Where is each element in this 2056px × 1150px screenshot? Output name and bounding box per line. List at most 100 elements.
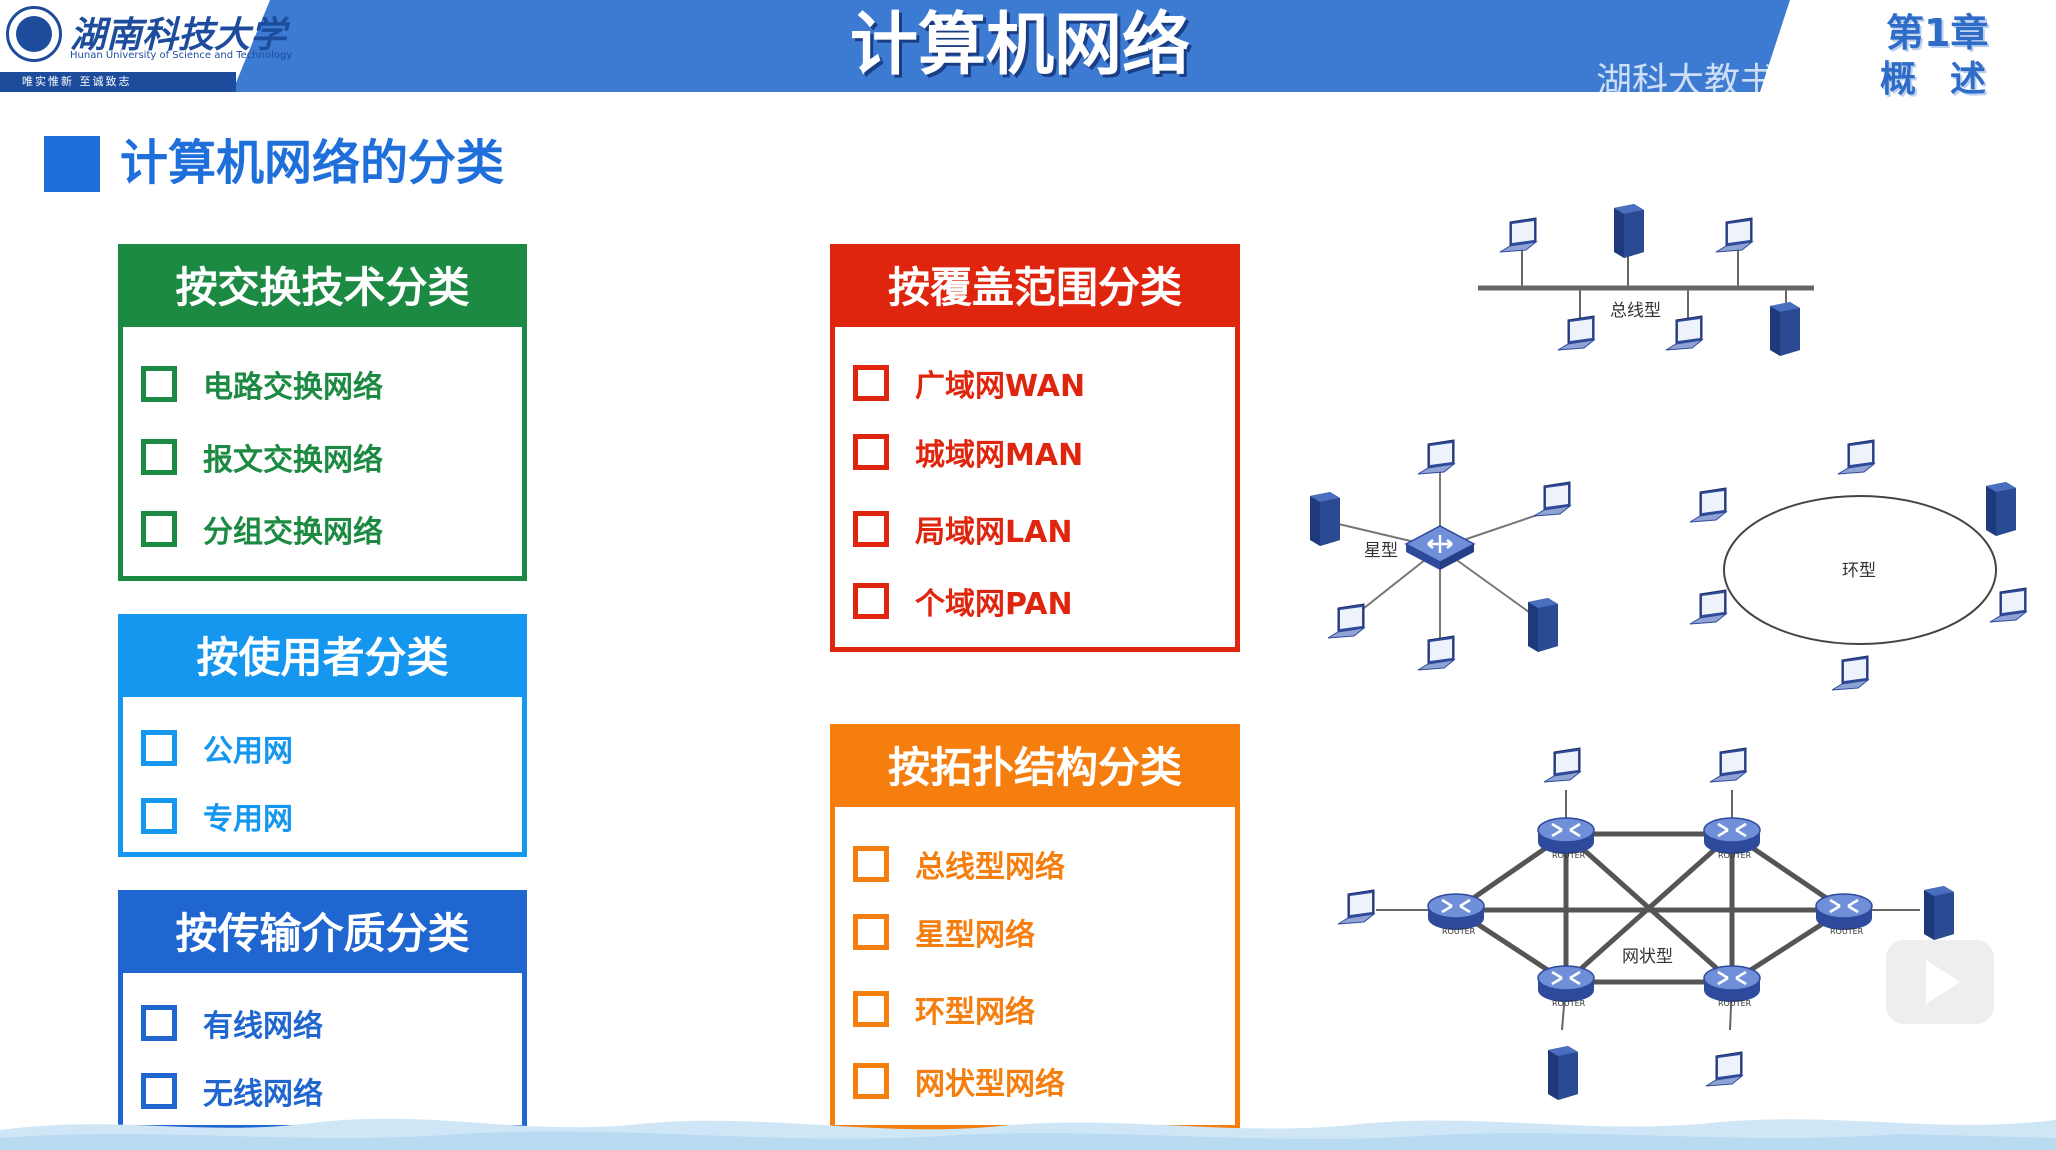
server-icon [1548,1046,1578,1100]
item-label: 公用网 [203,734,293,769]
list-item: 公用网 [141,723,293,773]
checkbox-icon [141,439,177,475]
item-label: 有线网络 [203,1009,323,1044]
laptop-icon [1705,1051,1743,1087]
section-marker [44,136,100,192]
item-label: 分组交换网络 [203,515,383,550]
checkbox-icon [853,583,889,619]
item-label: 专用网 [203,802,293,837]
laptop-icon [1533,481,1571,517]
laptop-icon [1715,217,1753,253]
laptop-icon [1417,635,1455,671]
list-item: 局域网LAN [853,504,1072,554]
server-icon [1924,886,1954,940]
server-icon [1528,598,1558,652]
checkbox-icon [853,434,889,470]
laptop-icon [1543,747,1581,783]
router-icon [1536,964,1596,1004]
list-item: 城域网MAN [853,427,1083,477]
laptop-icon [1327,603,1365,639]
item-label: 星型网络 [915,918,1035,953]
laptop-icon [1557,315,1595,351]
checkbox-icon [141,798,177,834]
bottom-wave-decoration [0,1118,2056,1150]
users-category-box: 按使用者分类 公用网 专用网 [118,614,527,857]
checkbox-icon [141,1073,177,1109]
slide-title: 计算机网络 [849,6,1190,85]
checkbox-icon [853,991,889,1027]
university-english-name: Hunan University of Science and Technolo… [70,50,293,61]
item-label: 环型网络 [915,995,1035,1030]
switch-hub-icon [1404,524,1476,572]
list-item: 网状型网络 [853,1056,1065,1106]
item-label: 报文交换网络 [203,443,383,478]
list-item: 有线网络 [141,998,323,1048]
bus-label: 总线型 [1610,301,1661,321]
mesh-label: 网状型 [1622,947,1673,967]
laptop-icon [1709,747,1747,783]
item-label: 网状型网络 [915,1067,1065,1102]
laptop-icon [1417,439,1455,475]
logo-slogan-strip [0,72,236,92]
ring-label: 环型 [1842,561,1876,581]
checkbox-icon [141,730,177,766]
chapter-name: 概述 [1880,59,2021,100]
server-icon [1310,492,1340,546]
checkbox-icon [853,365,889,401]
list-item: 专用网 [141,791,293,841]
checkbox-icon [141,366,177,402]
laptop-icon [1665,315,1703,351]
router-icon [1814,892,1874,932]
item-label: 广域网WAN [915,369,1086,404]
server-icon [1770,302,1800,356]
list-item: 星型网络 [853,907,1035,957]
play-icon[interactable] [1926,960,1960,1004]
star-label: 星型 [1364,541,1398,561]
emblem-inner [16,16,52,52]
watermark: 湖科大教书匠 [1596,61,1813,102]
item-label: 城域网MAN [915,438,1084,473]
checkbox-icon [853,1063,889,1099]
checkbox-icon [853,511,889,547]
list-item: 报文交换网络 [141,432,383,482]
laptop-icon [1337,889,1375,925]
mesh-topology-diagram: ROUTER ROUTER ROUTER ROUTER ROUTER ROUTE… [1337,747,1954,1100]
list-item: 环型网络 [853,984,1035,1034]
laptop-icon [1831,655,1869,691]
list-item: 电路交换网络 [141,359,383,409]
item-label: 无线网络 [203,1077,323,1112]
list-item: 无线网络 [141,1066,323,1116]
router-label: ROUTER [1552,851,1586,860]
router-label: ROUTER [1442,927,1476,936]
checkbox-icon [853,914,889,950]
laptop-icon [1989,587,2027,623]
title-bar [0,0,2056,92]
star-topology-diagram: 星型 [1310,439,1571,671]
router-label: ROUTER [1830,927,1864,936]
router-icon [1702,816,1762,856]
list-item: 个域网PAN [853,576,1073,626]
router-label: ROUTER [1718,999,1752,1008]
university-name: 湖南科技大学 [70,14,287,56]
chapter-panel [1760,0,2056,92]
medium-category-title: 按传输介质分类 [123,895,522,973]
router-icon [1536,816,1596,856]
server-icon [1614,204,1644,258]
item-label: 电路交换网络 [203,370,383,405]
item-label: 总线型网络 [915,850,1065,885]
university-emblem-icon [6,6,62,62]
checkbox-icon [853,846,889,882]
bus-topology-diagram: 总线型 [1478,204,1814,356]
router-label: ROUTER [1718,851,1752,860]
ring-topology-diagram: 环型 [1689,439,2027,691]
laptop-icon [1689,589,1727,625]
section-title: 计算机网络的分类 [120,135,505,191]
switching-category-title: 按交换技术分类 [123,249,522,327]
coverage-category-box: 按覆盖范围分类 广域网WAN 城域网MAN 局域网LAN 个域网PAN [830,244,1240,652]
checkbox-icon [141,1005,177,1041]
medium-category-box: 按传输介质分类 有线网络 无线网络 [118,890,527,1130]
users-category-title: 按使用者分类 [123,619,522,697]
list-item: 分组交换网络 [141,504,383,554]
item-label: 局域网LAN [915,515,1073,550]
